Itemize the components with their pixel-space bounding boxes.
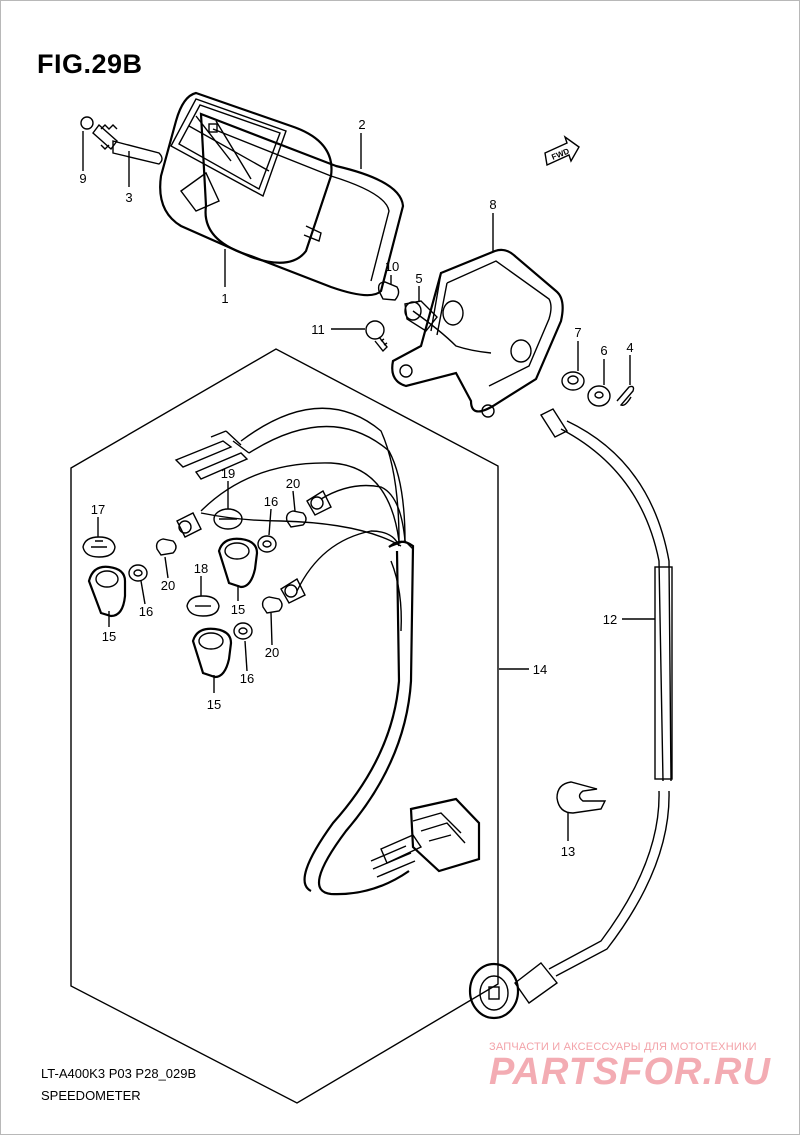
callout-20-upper: 20 — [286, 476, 300, 491]
part-16a-grommet — [128, 564, 148, 582]
part-20b-bulb — [285, 510, 307, 528]
part-12-cable — [468, 408, 673, 1020]
callout-10: 10 — [385, 259, 399, 274]
part-8-bracket — [391, 248, 564, 418]
watermark-caption: ЗАПЧАСТИ И АКСЕССУАРЫ ДЛЯ МОТОТЕХНИКИ — [489, 1041, 757, 1053]
callout-14: 14 — [533, 662, 547, 677]
callout-13: 13 — [561, 844, 575, 859]
part-14-wire-harness — [174, 407, 415, 896]
part-15c-holder — [191, 627, 233, 679]
callout-15-middle: 15 — [231, 602, 245, 617]
part-3-shaft — [112, 140, 163, 165]
callout-5: 5 — [415, 271, 422, 286]
callout-4: 4 — [626, 340, 633, 355]
part-7-grommet — [561, 371, 585, 391]
harness-connector — [370, 797, 481, 878]
part-13-clamp — [556, 781, 607, 814]
figure-title: FIG.29B — [37, 49, 143, 79]
part-5-bulb-socket — [404, 300, 438, 332]
callout-2: 2 — [358, 117, 365, 132]
part-15b-holder — [217, 537, 259, 589]
part-19-socket — [176, 508, 243, 538]
callout-16-left: 16 — [139, 604, 153, 619]
part-15a-holder — [87, 565, 127, 618]
part-9-screw — [80, 116, 118, 151]
callout-15-left: 15 — [102, 629, 116, 644]
callout-9: 9 — [79, 171, 86, 186]
callout-labels: 1 2 3 4 5 6 7 8 9 10 11 12 13 14 15 15 1… — [79, 117, 633, 859]
part-16b-grommet — [257, 535, 277, 553]
callout-17: 17 — [91, 502, 105, 517]
callout-12: 12 — [603, 612, 617, 627]
callout-3: 3 — [125, 190, 132, 205]
callout-1: 1 — [221, 291, 228, 306]
part-17-cap — [82, 536, 116, 558]
upper-socket — [306, 489, 332, 516]
callout-19: 19 — [221, 466, 235, 481]
model-code: LT-A400K3 P03 P28_029B — [41, 1066, 197, 1081]
callout-7: 7 — [574, 325, 581, 340]
part-4-clip — [616, 385, 635, 407]
watermark-logo: PARTSFOR.RU — [489, 1051, 771, 1093]
section-name: SPEEDOMETER — [41, 1088, 141, 1103]
part-10-bulb — [377, 281, 400, 301]
callout-11: 11 — [311, 322, 325, 337]
part-18-cap — [186, 595, 220, 617]
callout-20-left: 20 — [161, 578, 175, 593]
part-16c-grommet — [233, 622, 253, 640]
callout-20-lower: 20 — [265, 645, 279, 660]
callout-6: 6 — [600, 343, 607, 358]
leader-lines — [82, 131, 655, 841]
part-6-washer — [587, 385, 611, 407]
callout-8: 8 — [489, 197, 496, 212]
part-1-speedometer — [159, 91, 333, 264]
callout-18: 18 — [194, 561, 208, 576]
callout-15-bottom: 15 — [207, 697, 221, 712]
callout-16-upper: 16 — [264, 494, 278, 509]
callout-16-bottom: 16 — [240, 671, 254, 686]
lower-socket — [280, 577, 306, 604]
harness-group-outline — [70, 348, 499, 1104]
part-2-meter-case — [199, 112, 405, 297]
part-11-bolt — [365, 320, 388, 353]
fwd-direction-arrow: FWD — [544, 135, 580, 167]
part-20a-bulb — [155, 538, 177, 556]
part-20c-bulb — [261, 596, 283, 614]
